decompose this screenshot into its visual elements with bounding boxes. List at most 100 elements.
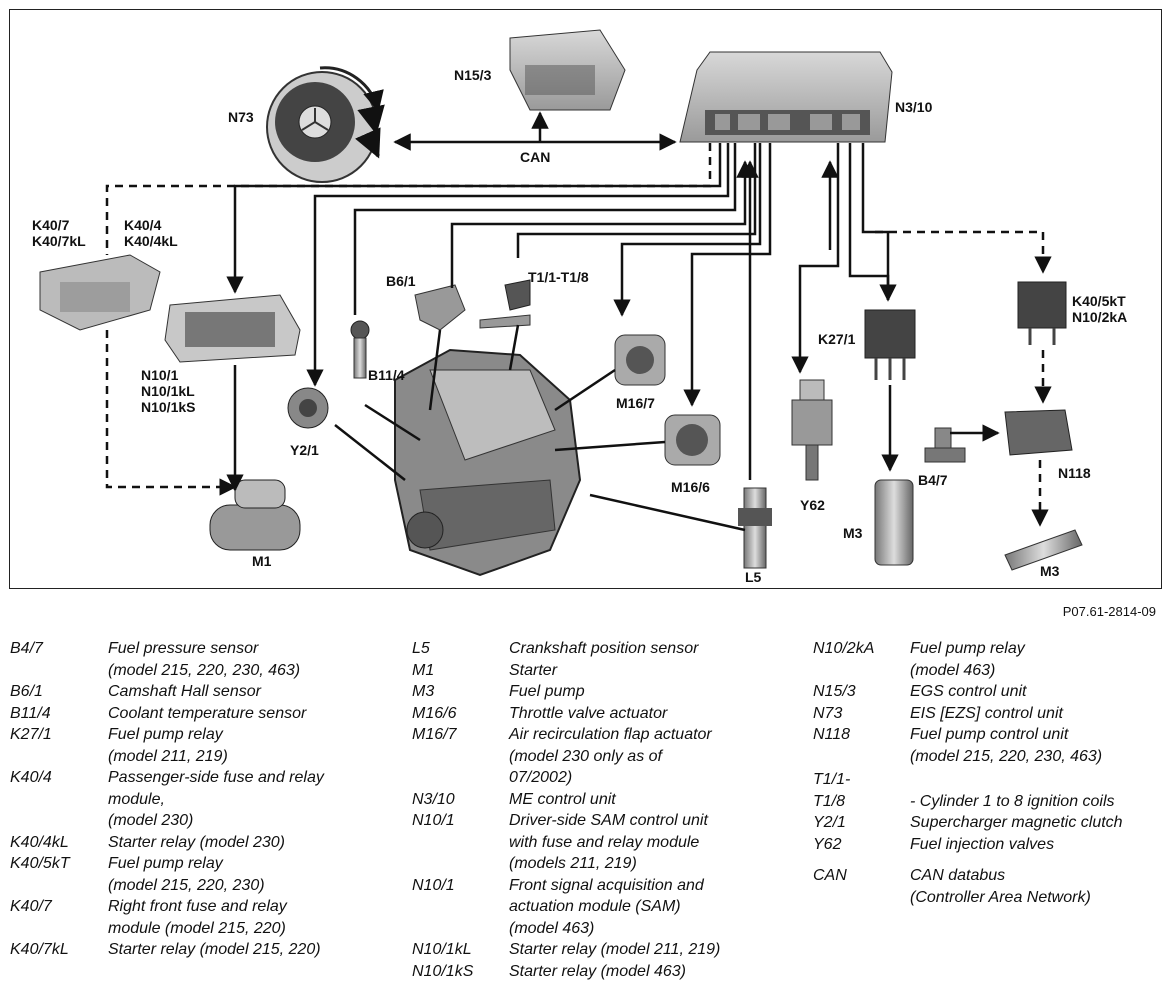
y2-1-magnetic-clutch-image xyxy=(287,387,329,429)
legend-description-line: EIS [EZS] control unit xyxy=(910,704,1063,722)
label-b6-1: B6/1 xyxy=(386,273,416,289)
legend-description: Crankshaft position sensor xyxy=(509,638,802,660)
legend-code: T1/1- xyxy=(813,771,851,788)
legend-description: Fuel injection valves xyxy=(910,834,1163,856)
legend-code: K40/4 xyxy=(10,769,52,786)
label-n15-3: N15/3 xyxy=(454,67,492,83)
legend-code: T1/8 xyxy=(813,792,846,810)
legend-code: Y2/1 xyxy=(813,814,846,831)
legend-description-line: Supercharger magnetic clutch xyxy=(910,814,1123,831)
legend-description-line: (model 230) xyxy=(108,812,194,829)
b4-7-pressure-sensor-image xyxy=(924,427,966,463)
label-m16-6: M16/6 xyxy=(671,479,710,495)
legend-description-line: Starter relay (model 215, 220) xyxy=(108,941,321,958)
legend-code: N10/1kL xyxy=(412,941,472,958)
legend-entry: Y62 Fuel injection valves xyxy=(813,834,1163,856)
legend-description-line: module, xyxy=(108,790,165,808)
legend-description-line: EGS control unit xyxy=(910,683,1027,700)
legend-description-line: Fuel pump relay xyxy=(108,726,223,743)
legend-description: Starter relay (model 215, 220) xyxy=(108,939,390,961)
legend-description: Fuel pump control unit (model 215, 220, 2… xyxy=(910,724,1163,767)
n10-1-sam-control-unit-image xyxy=(164,294,301,363)
legend-description: Supercharger magnetic clutch xyxy=(910,812,1163,834)
legend-description xyxy=(910,769,1163,791)
engine-image xyxy=(394,348,582,577)
n15-3-egs-control-unit-image xyxy=(509,29,626,111)
legend-description-line: Fuel pump relay xyxy=(108,855,223,872)
k40-7-fuse-relay-module-image xyxy=(39,254,161,331)
legend-description-line: Starter xyxy=(509,661,558,679)
figure-id: P07.61-2814-09 xyxy=(1062,604,1156,619)
legend-entry: K40/7kL Starter relay (model 215, 220) xyxy=(10,939,390,961)
label-b4-7: B4/7 xyxy=(918,472,948,488)
legend-code: L5 xyxy=(412,640,430,657)
m3-fuel-pump-image-2 xyxy=(1004,529,1083,571)
legend-description-line: - Cylinder 1 to 8 ignition coils xyxy=(910,792,1115,810)
legend-entry: L5 Crankshaft position sensor xyxy=(412,638,802,660)
k27-1-relay-image xyxy=(864,309,916,380)
legend-description-line: module (model 215, 220) xyxy=(108,919,286,937)
diagram-frame: N73 N15/3 N3/10 CAN K40/7 K40/7kL K40/4 … xyxy=(9,9,1162,589)
legend-description: (Controller Area Network) xyxy=(910,887,1163,909)
legend-description-line: Starter relay (model 230) xyxy=(108,833,285,851)
legend-description: ME control unit xyxy=(509,789,802,811)
legend-description: Fuel pump relay(model 215, 220, 230) xyxy=(108,853,390,896)
legend-description: Fuel pump xyxy=(509,681,802,703)
legend-code: N10/1 xyxy=(412,812,455,829)
legend-description-line: Front signal acquisition and xyxy=(509,876,704,894)
label-t1: T1/1-T1/8 xyxy=(528,269,589,285)
legend-description: Starter relay (model 463) xyxy=(509,961,802,983)
legend-entry: N10/1kS Starter relay (model 463) xyxy=(412,961,802,983)
connection-lines xyxy=(105,111,1052,532)
n3-10-me-control-unit-image xyxy=(679,51,893,143)
n118-fuel-pump-control-unit-image xyxy=(1004,409,1073,456)
legend-description-line: (model 463) xyxy=(509,919,595,937)
label-n118: N118 xyxy=(1058,465,1091,481)
legend-description-line: Passenger-side fuse and relay xyxy=(108,769,324,786)
legend-code: N10/1kS xyxy=(412,962,474,980)
legend-description-line: Fuel pump control unit xyxy=(910,726,1069,743)
legend-entry: T1/1- xyxy=(813,769,1163,791)
diagram-labels: N73 N15/3 N3/10 CAN K40/7 K40/7kL K40/4 … xyxy=(32,67,1127,585)
m16-6-throttle-actuator-image xyxy=(664,414,721,466)
legend-code: K40/7 xyxy=(10,898,52,915)
label-y2-1: Y2/1 xyxy=(290,442,319,458)
legend-code: M16/7 xyxy=(412,726,457,743)
legend-description-line: Fuel pump xyxy=(509,683,585,700)
legend-description-line: CAN databus xyxy=(910,867,1006,884)
label-n73: N73 xyxy=(228,109,254,125)
label-k40-4: K40/4 xyxy=(124,217,162,233)
legend-code: K27/1 xyxy=(10,726,52,743)
legend-entry: (Controller Area Network) xyxy=(813,887,1163,909)
legend-description-line: Coolant temperature sensor xyxy=(108,704,307,722)
legend-code: B6/1 xyxy=(10,683,43,700)
legend-description: EIS [EZS] control unit xyxy=(910,703,1163,725)
label-m1: M1 xyxy=(252,553,272,569)
legend-description: Air recirculation flap actuator(model 23… xyxy=(509,724,802,789)
legend-code: K40/7kL xyxy=(10,941,69,958)
m3-fuel-pump-image-1 xyxy=(874,479,914,566)
legend-code: M16/6 xyxy=(412,704,457,722)
label-n10-1kl: N10/1kL xyxy=(141,383,195,399)
legend-description: EGS control unit xyxy=(910,681,1163,703)
legend-code: Y62 xyxy=(813,835,842,853)
legend-entry: M16/7 Air recirculation flap actuator(mod… xyxy=(412,724,802,789)
legend-code: B11/4 xyxy=(10,704,51,722)
m16-7-flap-actuator-image xyxy=(614,334,666,386)
legend-description-line: 07/2002) xyxy=(509,769,573,786)
legend-description-line: Crankshaft position sensor xyxy=(509,640,699,657)
k40-5kt-relay-image xyxy=(1017,281,1067,345)
legend-description: Starter relay (model 230) xyxy=(108,832,390,854)
legend-description-line: (model 215, 220, 230, 463) xyxy=(910,747,1103,765)
label-m3-pump-2: M3 xyxy=(1040,563,1060,579)
